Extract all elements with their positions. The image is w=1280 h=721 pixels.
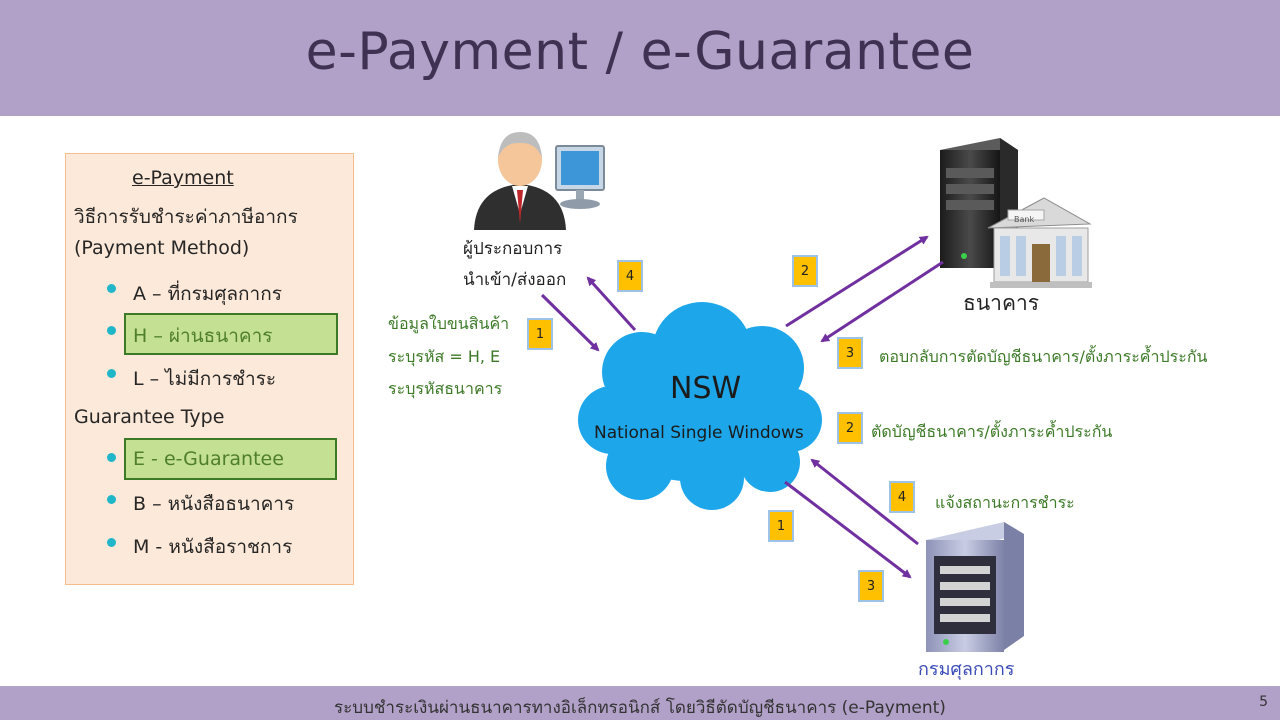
customs-notify-text: แจ้งสถานะการชำระ bbox=[935, 493, 1075, 512]
nsw-title: NSW bbox=[670, 371, 742, 406]
step-badge: 4 bbox=[617, 260, 643, 292]
payment-method-l: L – ไม่มีการชำระ bbox=[133, 368, 277, 390]
bullet-icon bbox=[107, 495, 116, 504]
step-badge: 2 bbox=[837, 412, 863, 444]
bullet-icon bbox=[107, 326, 116, 335]
importer-label-2: นำเข้า/ส่งออก bbox=[463, 270, 567, 290]
highlight-box-e bbox=[124, 438, 337, 480]
footer-text: ระบบชำระเงินผ่านธนาคารทางอิเล็กทรอนิกส์ … bbox=[334, 698, 946, 718]
arrow-bank-to-nsw bbox=[820, 260, 944, 343]
nsw-cloud bbox=[578, 302, 822, 510]
bullet-icon bbox=[107, 453, 116, 462]
guarantee-type-e: E - e-Guarantee bbox=[133, 448, 284, 470]
panel-title: e-Payment bbox=[132, 167, 234, 189]
guarantee-heading: Guarantee Type bbox=[74, 406, 225, 428]
title-bar: e-Payment / e-Guarantee bbox=[0, 0, 1280, 116]
nsw-subtitle: National Single Windows bbox=[594, 423, 804, 443]
bank-reply-text: ตอบกลับการตัดบัญชีธนาคาร/ตั้งภาระค้ำประก… bbox=[879, 347, 1208, 366]
panel-line-2: (Payment Method) bbox=[74, 237, 250, 259]
step-badge: 2 bbox=[792, 255, 818, 287]
arrow-customs-to-nsw bbox=[810, 458, 919, 546]
arrow-nsw-to-customs bbox=[784, 480, 912, 579]
panel-line-1: วิธีการรับชำระค่าภาษีอากร bbox=[74, 206, 298, 228]
guarantee-type-m: M - หนังสือราชการ bbox=[133, 536, 293, 558]
slide-title: e-Payment / e-Guarantee bbox=[305, 22, 975, 82]
footer-bar: ระบบชำระเงินผ่านธนาคารทางอิเล็กทรอนิกส์ … bbox=[0, 686, 1280, 720]
bank-label: ธนาคาร bbox=[963, 291, 1040, 315]
bank-server-icon bbox=[940, 138, 1018, 268]
payment-method-h: H – ผ่านธนาคาร bbox=[133, 325, 273, 347]
arrow-nsw-to-importer bbox=[586, 276, 637, 332]
bullet-icon bbox=[107, 369, 116, 378]
step-badge: 1 bbox=[768, 510, 794, 542]
info-line-1: ข้อมูลใบขนสินค้า bbox=[388, 314, 510, 333]
bullet-icon bbox=[107, 284, 116, 293]
page-number: 5 bbox=[1259, 694, 1268, 710]
step-badge: 3 bbox=[858, 570, 884, 602]
importer-label-1: ผู้ประกอบการ bbox=[463, 239, 563, 259]
customs-server-icon bbox=[926, 522, 1024, 652]
importer-person-icon bbox=[474, 132, 605, 230]
bullet-icon bbox=[107, 538, 116, 547]
bank-building-icon bbox=[987, 197, 1092, 288]
info-line-3: ระบุรหัสธนาคาร bbox=[388, 379, 503, 398]
customs-label: กรมศุลกากร bbox=[918, 659, 1015, 680]
arrow-importer-to-nsw bbox=[540, 293, 600, 352]
step-badge: 4 bbox=[889, 481, 915, 513]
bank-sign: Bank bbox=[1014, 215, 1034, 224]
step-badge: 3 bbox=[837, 337, 863, 369]
guarantee-type-b: B – หนังสือธนาคาร bbox=[133, 493, 295, 515]
info-line-2: ระบุรหัส = H, E bbox=[388, 347, 501, 366]
payment-method-a: A – ที่กรมศุลกากร bbox=[133, 283, 282, 305]
step-badge: 1 bbox=[527, 318, 553, 350]
highlight-box-h bbox=[124, 313, 338, 355]
arrow-nsw-to-bank bbox=[785, 235, 929, 328]
bank-request-text: ตัดบัญชีธนาคาร/ตั้งภาระค้ำประกัน bbox=[871, 422, 1113, 441]
